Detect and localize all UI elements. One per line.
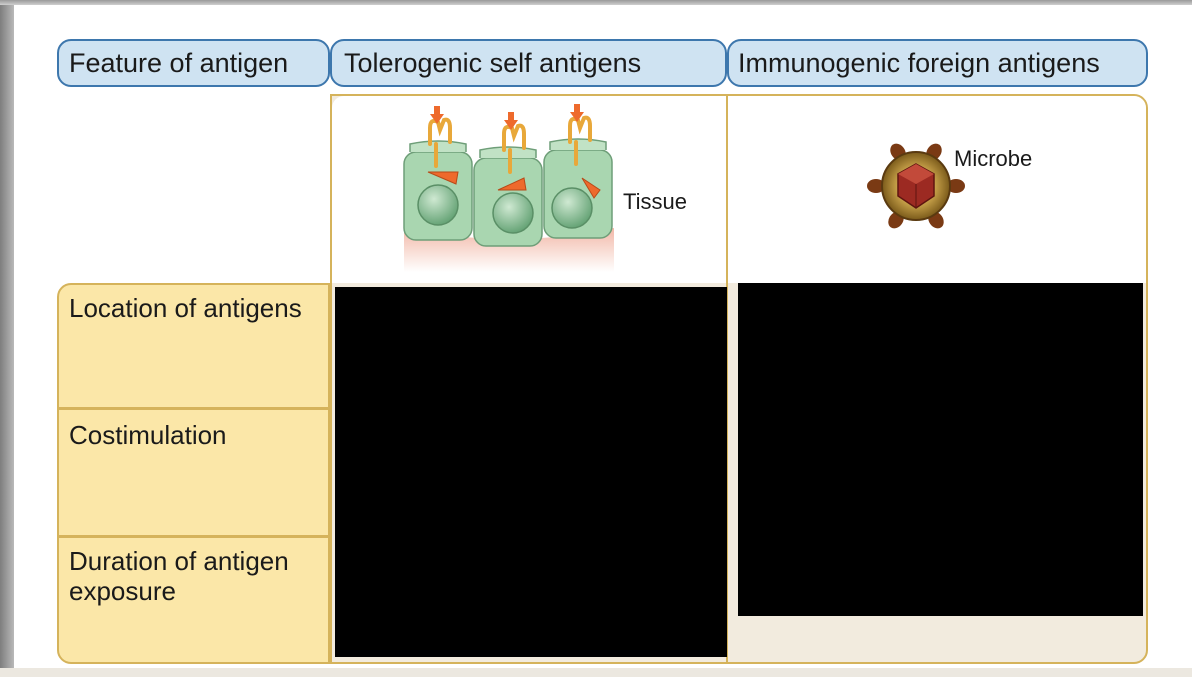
microbe-label: Microbe <box>954 146 1033 171</box>
row-label-location-of-antigens: Location of antigens <box>57 283 330 409</box>
redacted-immunogenic-answers <box>738 283 1143 616</box>
microbe-icon <box>867 143 965 229</box>
header-feature-of-antigen: Feature of antigen <box>57 39 330 87</box>
header-tolerogenic-self-antigens: Tolerogenic self antigens <box>330 39 727 87</box>
frame-edge-top <box>0 0 1192 5</box>
frame-edge-left <box>0 0 14 677</box>
frame-edge-bottom <box>0 668 1192 677</box>
column-divider <box>726 96 728 662</box>
row-label-costimulation: Costimulation <box>57 408 330 537</box>
mhc-receptor-icon <box>428 115 592 174</box>
tissue-label: Tissue <box>623 189 687 214</box>
tissue-cells-icon <box>403 104 614 272</box>
header-immunogenic-foreign-antigens: Immunogenic foreign antigens <box>727 39 1148 87</box>
row-label-duration-of-antigen-exposure: Duration of antigen exposure <box>57 536 330 664</box>
redacted-tolerogenic-answers <box>335 287 727 657</box>
